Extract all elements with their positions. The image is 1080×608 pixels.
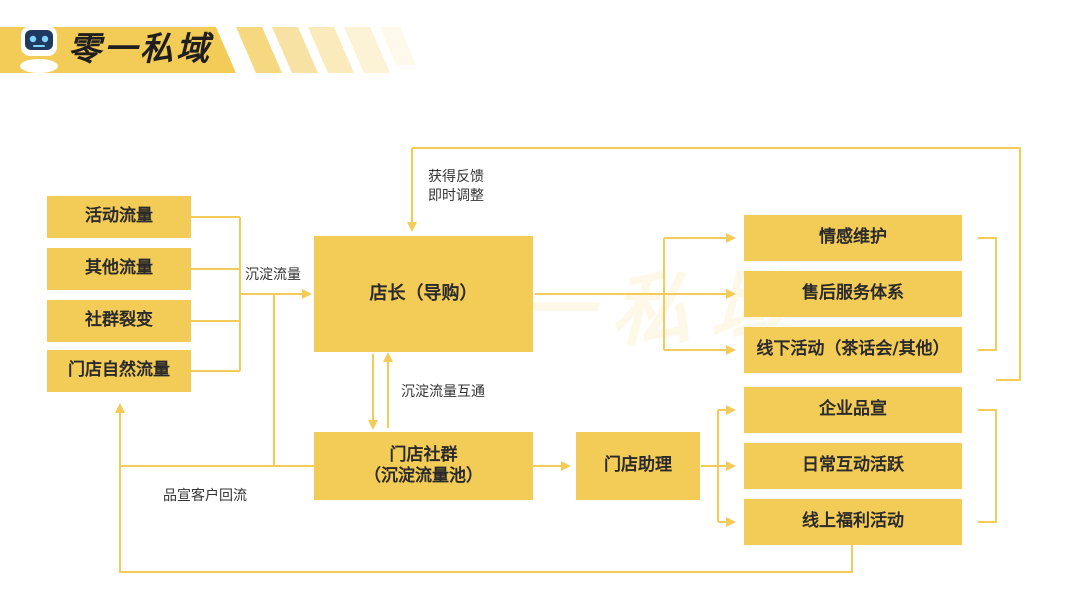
- feedback-loop: [412, 147, 1021, 381]
- assistant-actions-right-bracket: [978, 409, 997, 523]
- action-box-after-sales: 售后服务体系: [744, 271, 962, 317]
- mutual-traffic-label: 沉淀流量互通: [401, 384, 485, 400]
- feedback-label-line1: 获得反馈: [428, 169, 484, 185]
- bottom-loop: [119, 466, 853, 573]
- store-community-subtitle: （沉淀流量池）: [364, 466, 483, 486]
- header-stripe: [380, 27, 416, 65]
- action-box-online-welfare: 线上福利活动: [744, 499, 962, 545]
- store-community-box: 门店社群 （沉淀流量池）: [314, 432, 533, 500]
- store-assistant-box: 门店助理: [576, 432, 700, 500]
- header-banner: [0, 27, 416, 73]
- source-box-other-traffic: 其他流量: [47, 248, 191, 290]
- action-box-offline-events: 线下活动（茶话会/其他）: [744, 327, 962, 373]
- header-stripe: [308, 27, 354, 73]
- header-bar: [0, 27, 236, 73]
- action-box-brand-promotion: 企业品宣: [744, 387, 962, 433]
- source-box-activity-traffic: 活动流量: [47, 196, 191, 238]
- settle-traffic-label: 沉淀流量: [245, 267, 301, 283]
- action-box-daily-interaction: 日常互动活跃: [744, 443, 962, 489]
- source-box-community-fission: 社群裂变: [47, 300, 191, 342]
- action-box-emotional-care: 情感维护: [744, 215, 962, 261]
- source-box-store-natural-traffic: 门店自然流量: [47, 350, 191, 392]
- robot-logo-icon: [20, 26, 58, 73]
- header-stripe: [272, 27, 318, 73]
- header-stripe: [236, 27, 282, 73]
- return-flow-label: 品宣客户回流: [163, 488, 247, 504]
- store-community-title: 门店社群: [389, 444, 458, 465]
- feedback-label-line2: 即时调整: [428, 188, 484, 204]
- header-stripe: [344, 27, 390, 73]
- brand-name: 零一私域: [68, 29, 212, 68]
- store-manager-box: 店长（导购）: [314, 236, 533, 352]
- manager-actions-right-bracket: [978, 237, 997, 351]
